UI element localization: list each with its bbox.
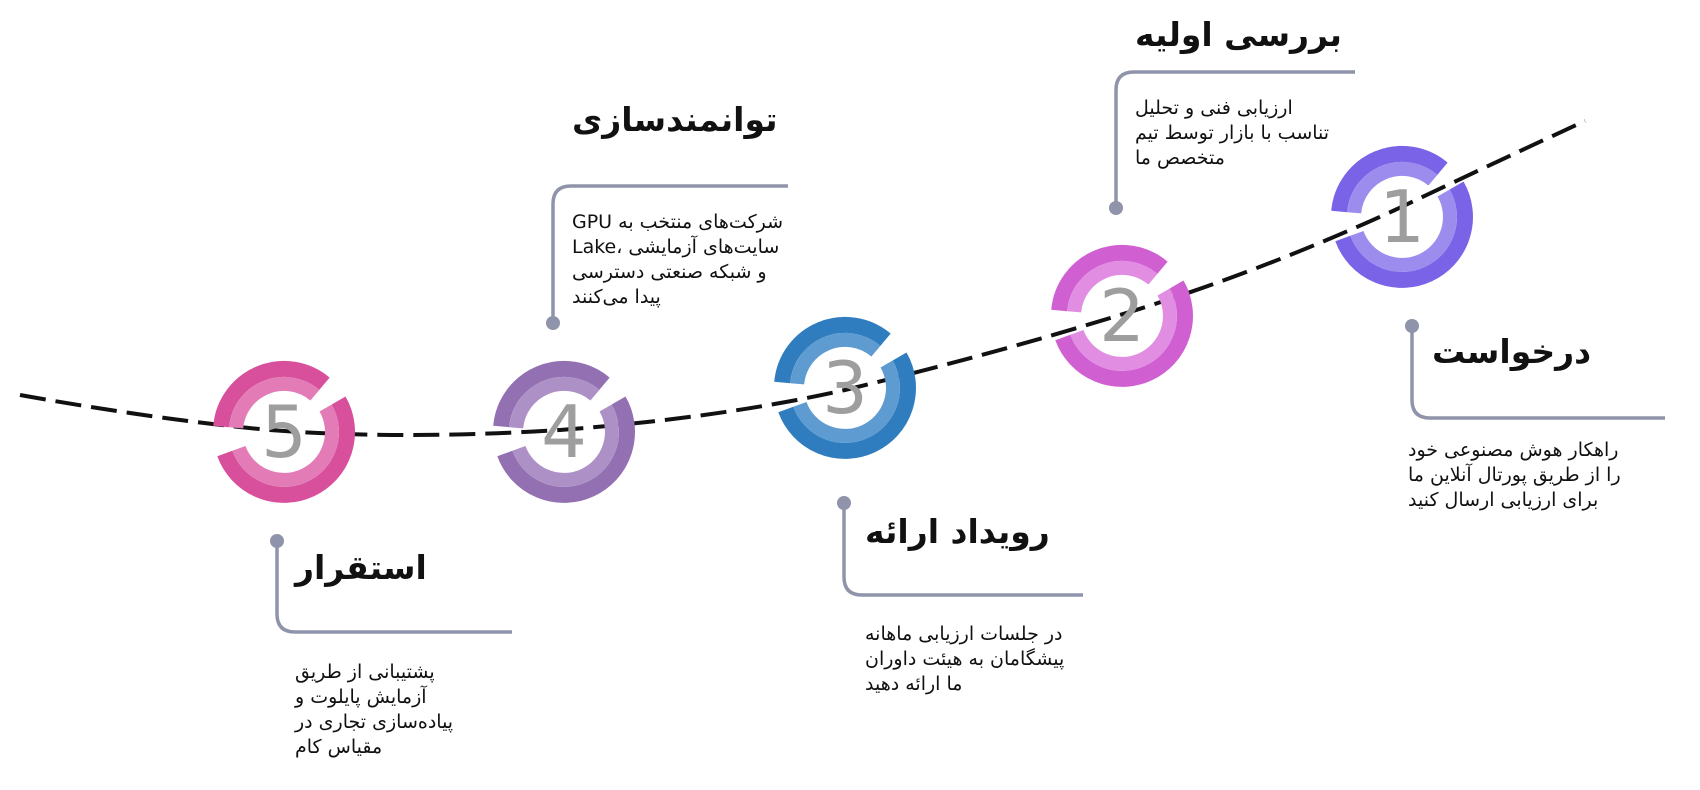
description-line: پیدا می‌کنند [572, 286, 661, 308]
step-ring-outer [1335, 181, 1473, 288]
step-circle-2: 2 [1051, 244, 1193, 387]
step-ring-inner [1347, 161, 1438, 214]
description-line: مقیاس کام [295, 736, 383, 758]
connector-line-5 [275, 541, 512, 634]
step-number: 5 [261, 390, 307, 474]
step-ring-inner [1067, 260, 1158, 313]
description-line: ما ارائه دهید [865, 673, 963, 695]
step-ring-inner [1350, 189, 1457, 272]
step-description-2: ارزیابی فنی و تحلیل تناسب با بازار توسط ت… [1135, 96, 1329, 171]
step-title-1: درخواست [1432, 332, 1592, 371]
step-ring-outer [774, 316, 891, 384]
step-number: 1 [1379, 175, 1425, 259]
description-line: پیشگامان به هیئت داوران [865, 648, 1065, 670]
description-line: در جلسات ارزیابی ماهانه [865, 623, 1063, 645]
description-line: پشتیبانی از طریق [295, 661, 435, 683]
step-title-2: بررسی اولیه [1135, 15, 1342, 54]
step-number: 3 [822, 346, 868, 430]
step-ring-inner [232, 404, 339, 487]
connector-dot-2 [1109, 201, 1123, 215]
description-line: و شبکه صنعتی دسترسی [572, 261, 767, 283]
step-ring-outer [778, 352, 916, 459]
step-ring-inner [793, 360, 900, 443]
connector-dot-1 [1405, 319, 1419, 333]
description-line: سایت‌های آزمایشی ،Lake [572, 236, 780, 258]
dashed-timeline-path [19, 119, 1586, 437]
connector-line-2 [1114, 70, 1355, 208]
connector-dot-5 [270, 534, 284, 548]
connector-line-3 [842, 503, 1083, 597]
description-line: تناسب با بازار توسط تیم [1135, 122, 1330, 144]
description-line: متخصص ما [1135, 147, 1225, 169]
step-description-1: راهکار هوش مصنوعی خود را از طریق پورتال آ… [1408, 438, 1621, 513]
step-ring-outer [493, 360, 610, 428]
step-description-4: شرکت‌های منتخب به GPU سایت‌های آزمایشی ،L… [572, 210, 783, 310]
step-title-5: استقرار [295, 548, 427, 587]
description-line: آزمایش پایلوت و [295, 686, 427, 708]
description-line: برای ارزیابی ارسال کنید [1408, 489, 1599, 511]
description-line: پیاده‌سازی تجاری در [295, 711, 454, 733]
step-ring-outer [213, 360, 330, 428]
step-title-4: توانمندسازی [572, 100, 778, 139]
connector-dot-3 [837, 496, 851, 510]
step-ring-outer [1055, 280, 1193, 387]
step-ring-outer [1331, 145, 1448, 213]
step-number: 2 [1099, 274, 1145, 358]
description-line: ارزیابی فنی و تحلیل [1135, 97, 1293, 119]
description-line: شرکت‌های منتخب به GPU [572, 211, 784, 233]
step-ring-inner [509, 376, 600, 429]
step-ring-outer [217, 396, 355, 503]
step-ring-inner [229, 376, 320, 429]
step-circle-3: 3 [774, 316, 916, 459]
connector-dot-4 [546, 316, 560, 330]
step-circle-4: 4 [493, 360, 635, 503]
description-line: راهکار هوش مصنوعی خود [1408, 439, 1619, 461]
step-circle-1: 1 [1331, 145, 1473, 288]
step-ring-inner [1070, 288, 1177, 371]
connector-line-4 [551, 184, 788, 323]
step-circle-5: 5 [213, 360, 355, 503]
connector-line-1 [1410, 326, 1665, 420]
step-ring-outer [497, 396, 635, 503]
step-number: 4 [541, 390, 587, 474]
description-line: را از طریق پورتال آنلاین ما [1408, 464, 1621, 486]
step-title-3: رویداد ارائه [865, 512, 1050, 551]
step-ring-inner [512, 404, 619, 487]
step-description-3: در جلسات ارزیابی ماهانه پیشگامان به هیئت … [865, 622, 1064, 697]
step-ring-inner [790, 332, 881, 385]
step-ring-outer [1051, 244, 1168, 312]
step-description-5: پشتیبانی از طریق آزمایش پایلوت و پیاده‌ساز… [295, 660, 453, 760]
